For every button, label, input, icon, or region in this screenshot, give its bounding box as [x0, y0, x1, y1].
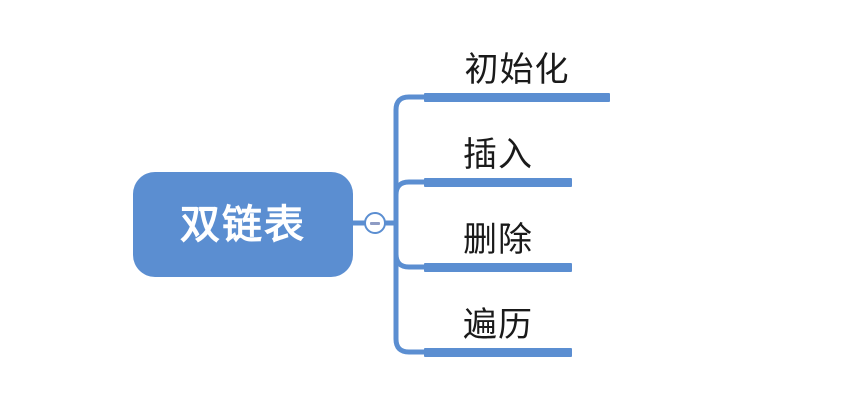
- connector-branch-1: [393, 94, 427, 226]
- branch-bar-4: [424, 348, 572, 357]
- connector-branch-4: [393, 220, 427, 355]
- branch-node-1[interactable]: 初始化: [424, 40, 610, 102]
- branch-bar-3: [424, 263, 572, 272]
- connector-branch-2: [393, 179, 427, 226]
- branch-label-2: 插入: [463, 136, 533, 175]
- branch-label-4: 遍历: [463, 306, 533, 345]
- branch-node-3[interactable]: 删除: [424, 210, 572, 272]
- collapse-toggle-button[interactable]: [364, 212, 386, 234]
- branch-node-4[interactable]: 遍历: [424, 295, 572, 357]
- branch-label-1: 初始化: [464, 51, 570, 90]
- branch-bar-1: [424, 93, 610, 102]
- connector-branch-3: [393, 220, 427, 270]
- branch-bar-2: [424, 178, 572, 187]
- minus-icon: [370, 221, 380, 225]
- branch-label-3: 删除: [463, 221, 533, 260]
- root-node[interactable]: 双链表: [133, 172, 353, 277]
- root-node-label: 双链表: [180, 202, 306, 247]
- branch-node-2[interactable]: 插入: [424, 125, 572, 187]
